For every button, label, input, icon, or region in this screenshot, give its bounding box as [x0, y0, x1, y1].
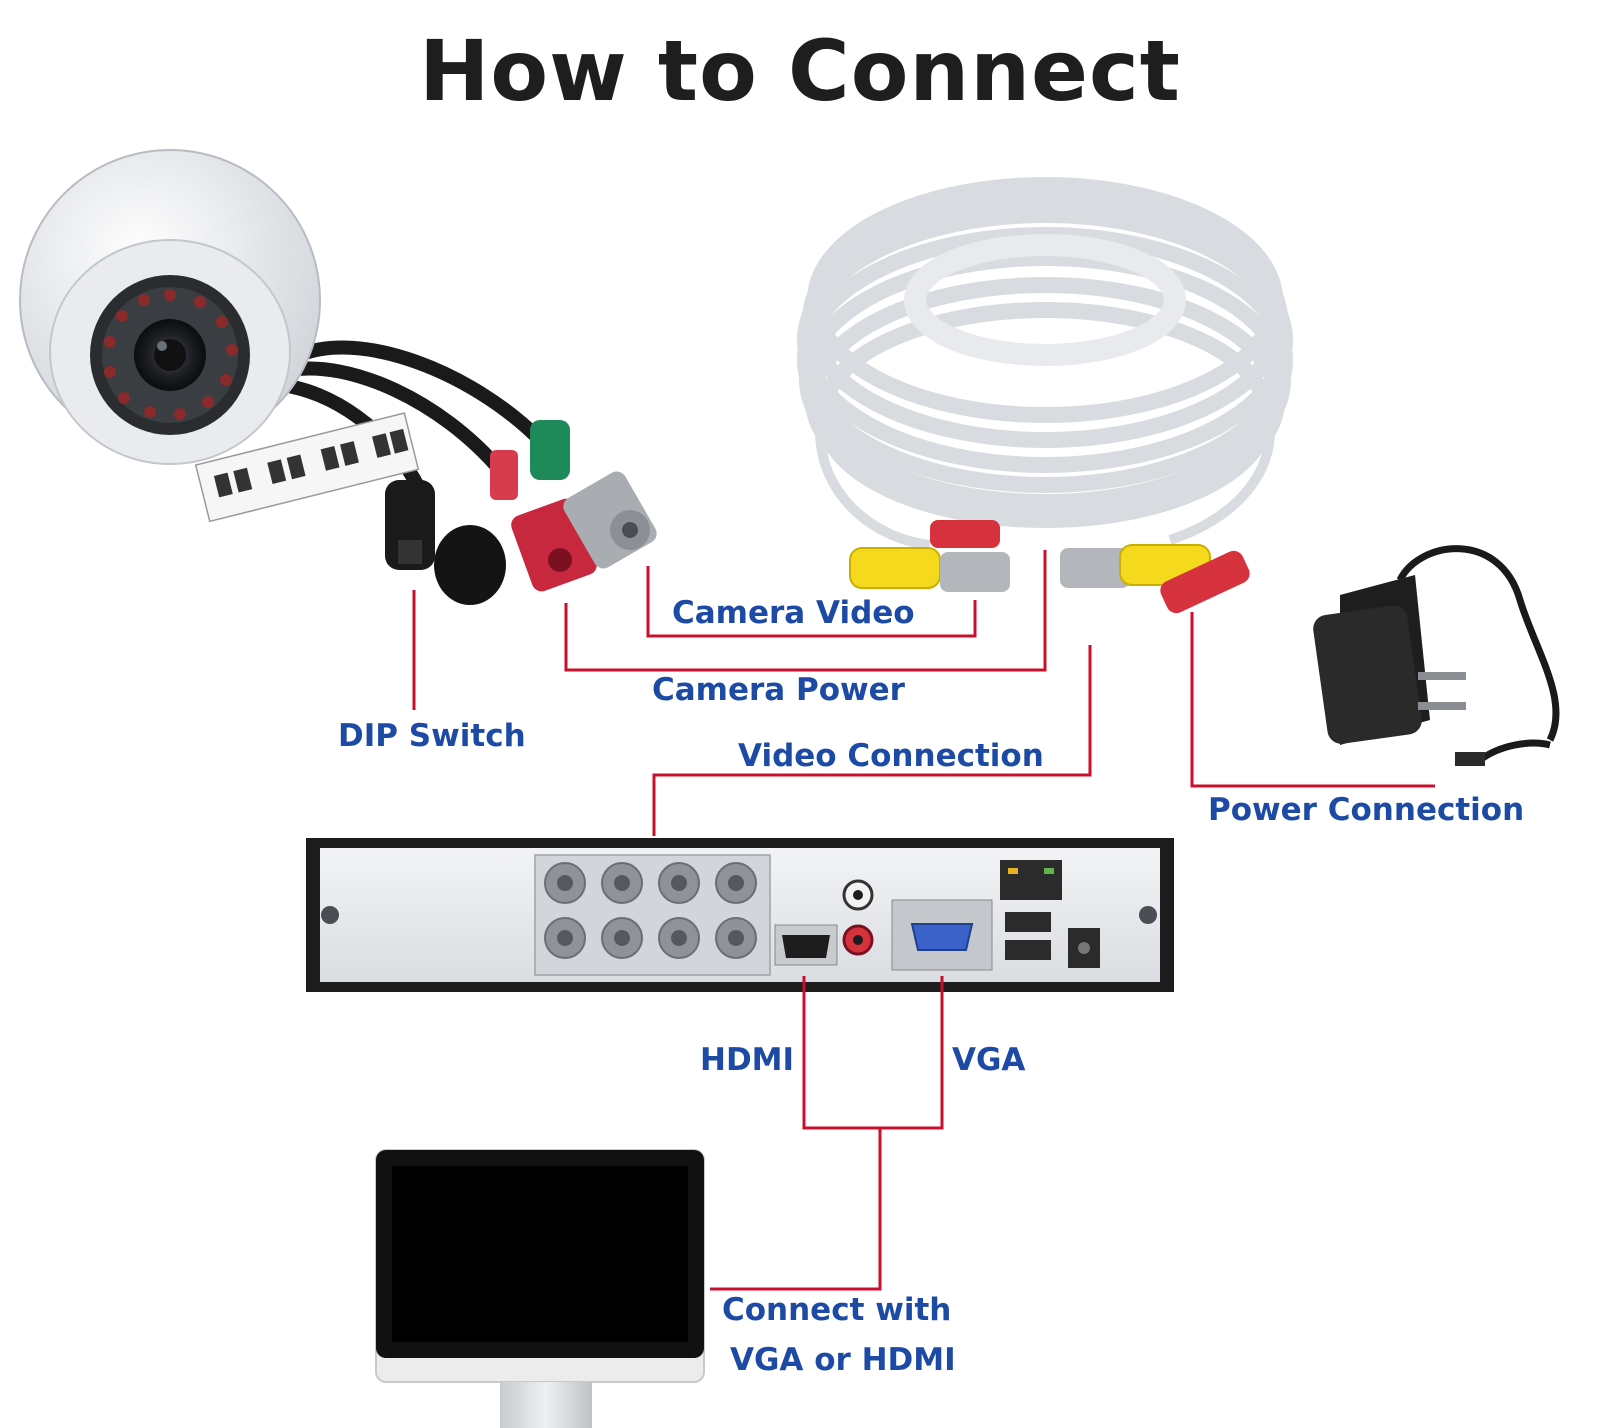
label-vga: VGA: [952, 1042, 1026, 1078]
power-adapter-icon: [1313, 545, 1560, 766]
label-dip-switch: DIP Switch: [338, 718, 526, 754]
line-to-monitor: [710, 1128, 882, 1291]
label-connect-line2: VGA or HDMI: [730, 1342, 956, 1378]
line-video-connection: [652, 645, 1092, 836]
line-power-connection: [1190, 612, 1435, 788]
page-title: How to Connect: [419, 22, 1181, 120]
line-camera-power: [564, 550, 1047, 672]
cable-coil-icon: [797, 177, 1293, 614]
dome-camera-icon: [19, 149, 657, 605]
monitor-icon: [375, 1149, 705, 1428]
label-camera-video: Camera Video: [672, 595, 915, 631]
line-camera-video: [646, 566, 977, 638]
label-camera-power: Camera Power: [652, 672, 905, 708]
line-hdmi: [802, 976, 880, 1130]
dvr-recorder-icon: [306, 838, 1174, 992]
line-vga: [880, 976, 944, 1130]
label-power-connection: Power Connection: [1208, 792, 1525, 828]
label-video-connection: Video Connection: [738, 738, 1044, 774]
label-connect-line1: Connect with: [722, 1292, 952, 1328]
connector-lines: [412, 550, 1435, 1291]
label-hdmi: HDMI: [700, 1042, 795, 1078]
